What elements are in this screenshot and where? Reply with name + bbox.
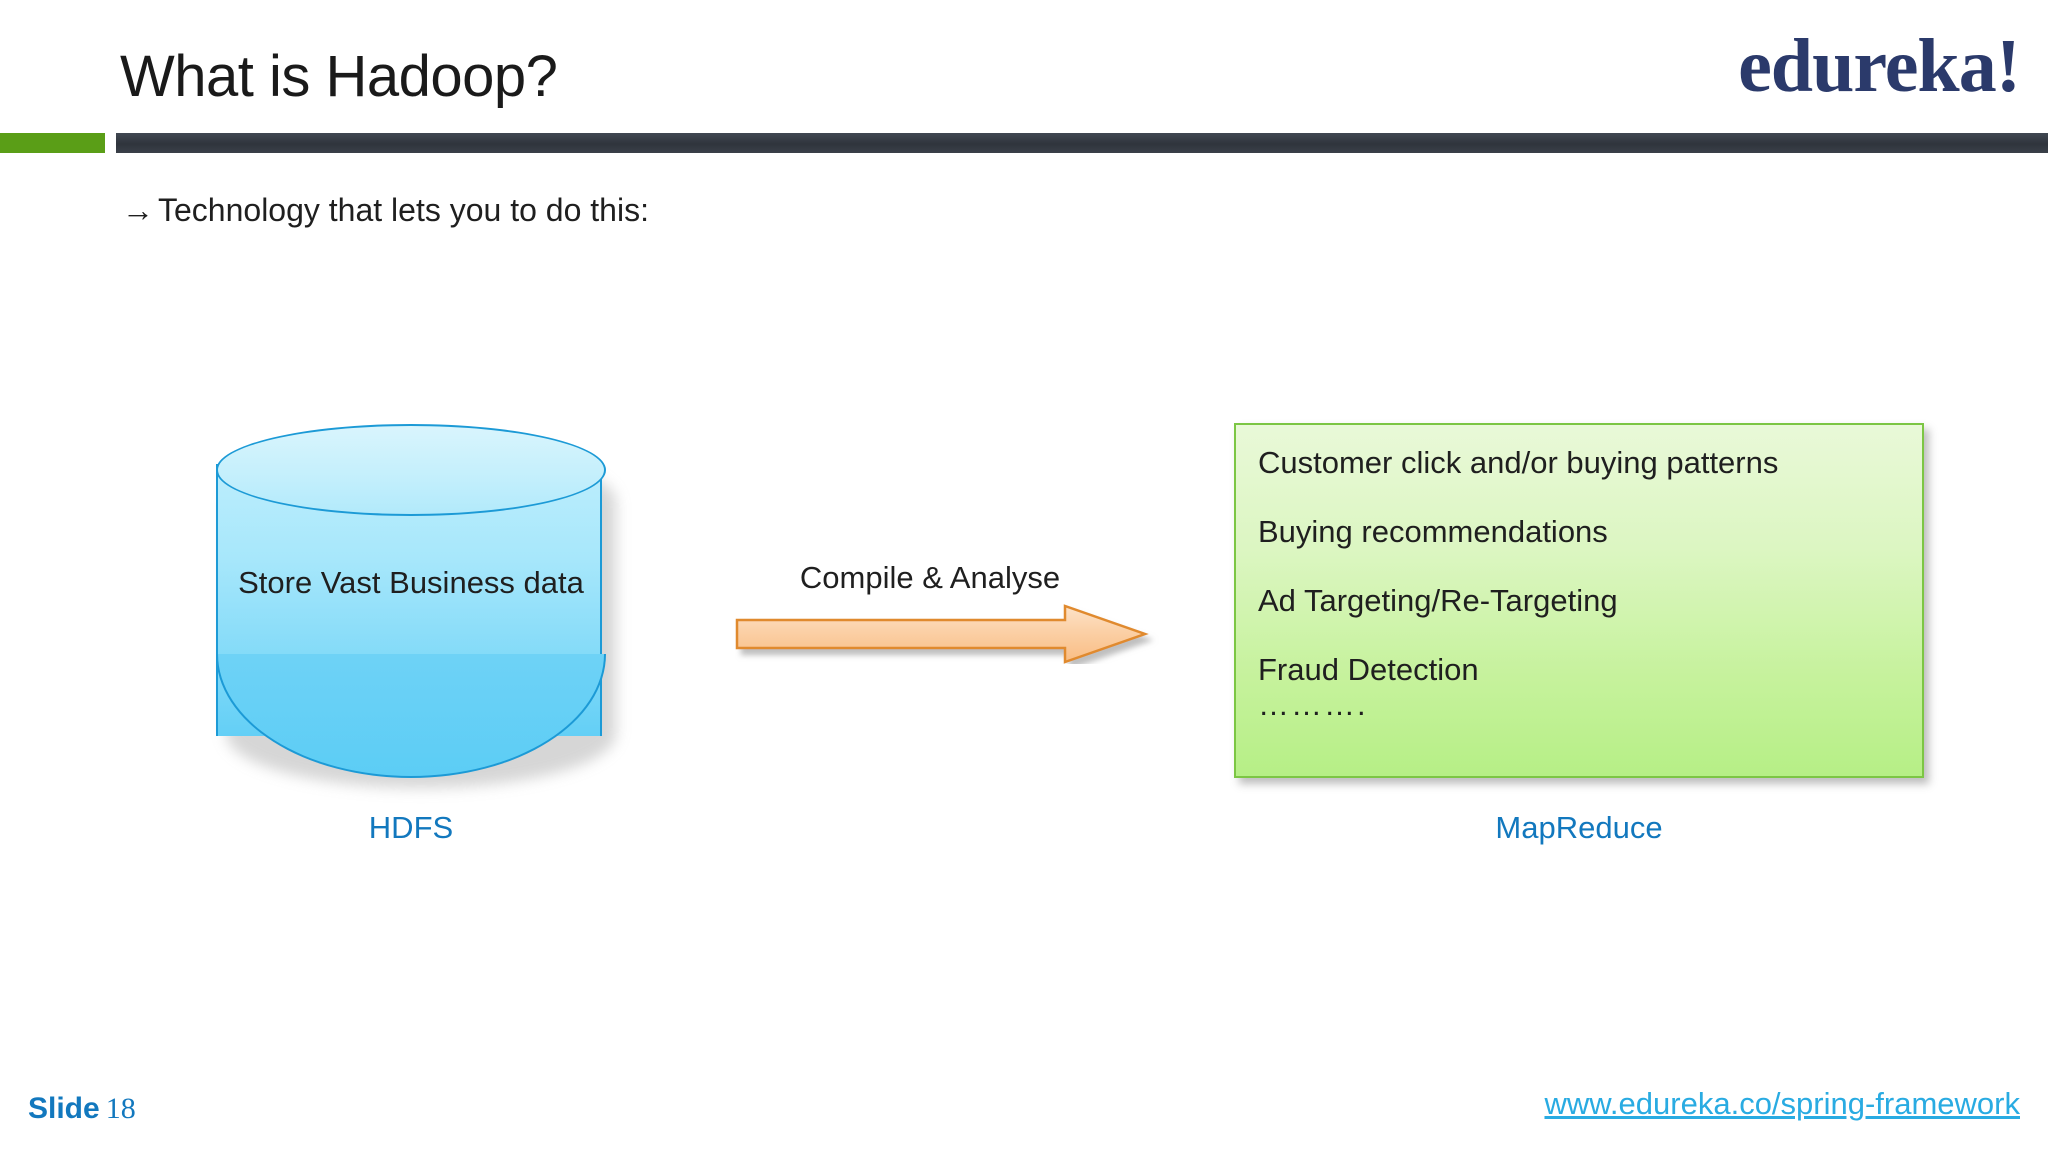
output-item-ellipsis: ………. xyxy=(1258,687,1368,722)
header-rule-dark xyxy=(116,133,2048,153)
header-rule-green-accent xyxy=(0,133,105,153)
output-item: Ad Targeting/Re-Targeting xyxy=(1258,583,1618,618)
output-item: Buying recommendations xyxy=(1258,514,1608,549)
process-arrow xyxy=(735,604,1185,664)
output-item: Customer click and/or buying patterns xyxy=(1258,445,1779,480)
arrow-bullet-icon: → xyxy=(122,192,154,228)
edureka-logo: edureka! xyxy=(1738,24,2021,108)
right-arrow-icon xyxy=(735,604,1149,664)
cylinder-top-ellipse xyxy=(216,424,606,516)
intro-bullet-text: Technology that lets you to do this: xyxy=(158,192,649,228)
page-title: What is Hadoop? xyxy=(120,44,558,109)
hdfs-caption: HDFS xyxy=(368,810,454,845)
slide-word-label: Slide xyxy=(28,1092,100,1125)
mapreduce-caption: MapReduce xyxy=(1495,810,1663,845)
mapreduce-outputs-box: Customer click and/or buying patterns Bu… xyxy=(1234,423,1924,778)
footer-website-link[interactable]: www.edureka.co/spring-framework xyxy=(1544,1086,2020,1121)
intro-bullet: →Technology that lets you to do this: xyxy=(122,192,649,229)
compile-analyse-label: Compile & Analyse xyxy=(799,560,1061,595)
output-item: Fraud Detection xyxy=(1258,652,1479,687)
cylinder-label: Store Vast Business data xyxy=(238,565,584,600)
hdfs-cylinder: Store Vast Business data xyxy=(216,424,616,788)
slide-number-value: 18 xyxy=(105,1092,136,1125)
